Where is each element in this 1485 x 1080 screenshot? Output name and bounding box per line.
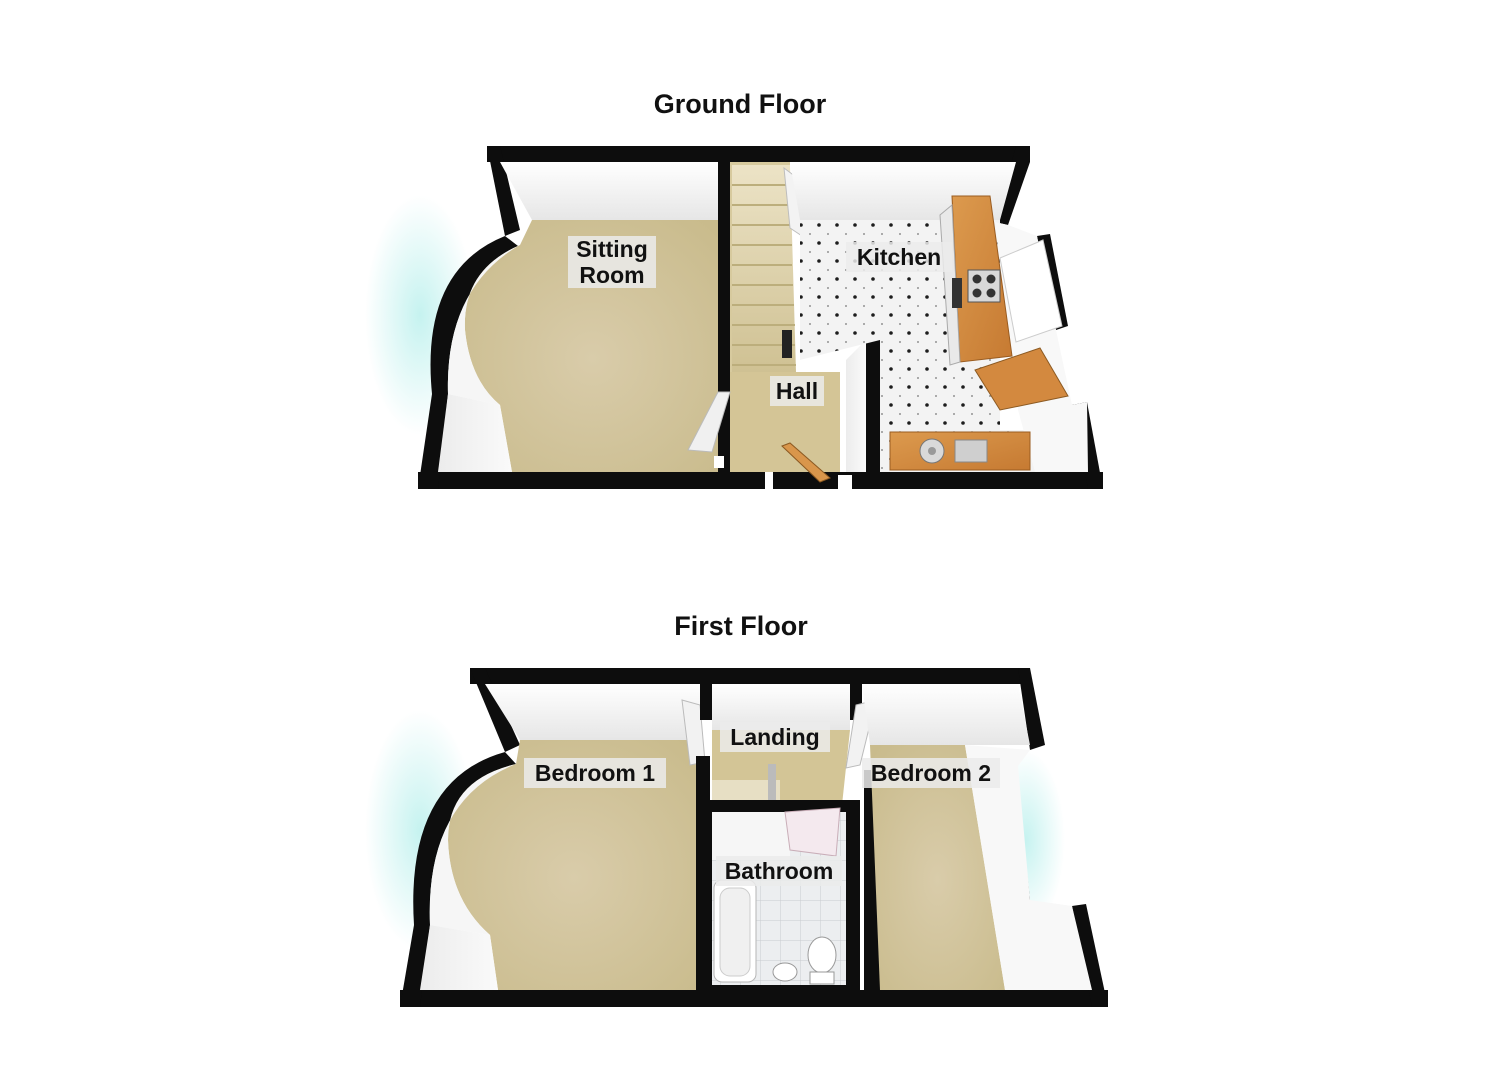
toilet-icon [807,936,837,974]
hall-label-box [770,376,824,406]
bathroom: Bathroom [706,800,860,990]
kitchen: Kitchen [790,162,1088,472]
hall-label: Hall [776,378,818,404]
bedroom-2: Bedroom 2 [862,684,1092,990]
bedroom2-label-box [862,758,1000,788]
landing-label-box [720,722,830,752]
sitting-room-label-box [568,236,656,288]
hob [967,269,1001,303]
bathroom-label: Bathroom [725,858,834,884]
bedroom1-label-box [524,758,666,788]
hall: Hall [687,162,840,489]
ground-floor-plan: Ground Floor [365,89,1103,489]
kitchen-label: Kitchen [857,244,941,270]
staircase [732,165,796,372]
first-floor-title: First Floor [674,611,808,641]
bedroom2-label: Bedroom 2 [871,760,991,786]
bedroom1-label: Bedroom 1 [535,760,655,786]
sitting-room-label-line2: Room [579,262,644,288]
hall-kitchen-partition [866,336,880,472]
hall-door-sitting-room [687,391,731,453]
sitting-room: Sitting Room [438,162,720,472]
first-floor-outer-walls [400,668,1108,1007]
kitchen-sink-worktop [889,431,1031,471]
kitchen-back-door [974,347,1069,411]
kitchen-label-box [846,242,952,272]
landing-label: Landing [730,724,819,750]
front-door [781,442,831,483]
bedroom-1: Bedroom 1 [420,684,706,990]
basin-icon [772,962,798,982]
bathroom-label-box [716,856,842,886]
ground-floor-title: Ground Floor [654,89,827,119]
sitting-room-label-line1: Sitting [576,236,648,262]
ground-floor-outer-walls [418,146,1103,489]
first-floor-plan: First Floor Bedroom 1 [365,611,1108,1007]
bathtub [713,879,757,983]
bathroom-door [784,807,841,857]
